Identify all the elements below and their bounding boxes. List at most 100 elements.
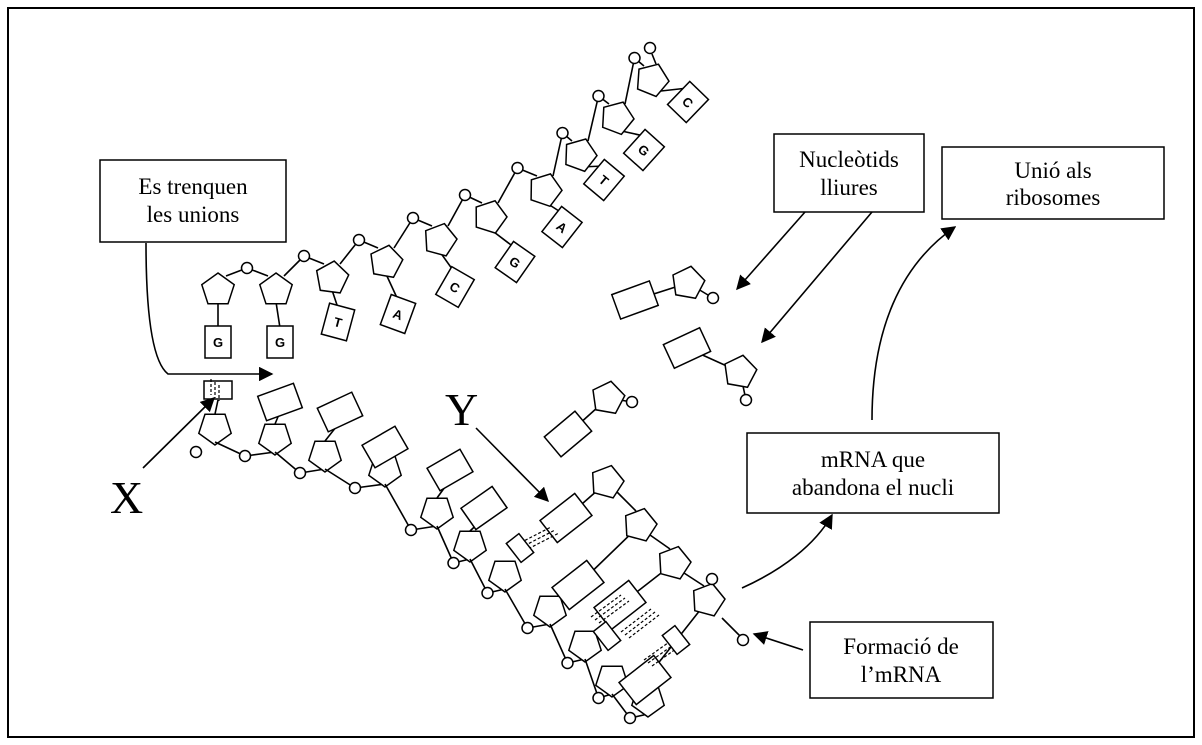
- ribosome-binding-line-2: ribosomes: [1006, 185, 1101, 210]
- free-nucleotide-arrow-1: [736, 211, 806, 291]
- sugar-pentagon: [370, 244, 404, 279]
- hydrogen-bond-dash: [598, 600, 630, 624]
- phosphate-circle: [625, 395, 639, 409]
- hydrogen-bond-dash: [628, 614, 660, 639]
- x-arrow: [142, 396, 216, 469]
- break-bonds-label: Es trenquen les unions: [99, 159, 287, 243]
- phosphate-circle: [406, 211, 420, 225]
- base-rect: [320, 302, 356, 342]
- y-marker: Y: [445, 384, 478, 435]
- hydrogen-bond-dash: [620, 608, 652, 633]
- backbone-link: [384, 483, 412, 531]
- sugar-pentagon: [197, 413, 233, 446]
- backbone-link: [616, 491, 637, 512]
- base-rect: [540, 205, 584, 249]
- free-base-rect: [662, 326, 712, 370]
- ribosome-binding-label: Unió als ribosomes: [941, 146, 1165, 220]
- phosphate-circle: [297, 249, 311, 263]
- phosphate-circle: [352, 233, 366, 247]
- base-rect: [494, 240, 536, 284]
- mrna-base-rect: [538, 492, 594, 544]
- phosphate-circle: [240, 261, 254, 275]
- sugar-pentagon: [475, 199, 508, 234]
- sugar-pentagon: [258, 272, 294, 305]
- paired-base-rect: [661, 624, 691, 656]
- backbone-link: [721, 617, 741, 637]
- mrna-sugar-pentagon: [692, 582, 726, 617]
- mrna-formation-line-2: l’mRNA: [861, 662, 942, 687]
- free-nucleotides-group: [543, 265, 758, 458]
- phosphate-circle: [521, 621, 534, 635]
- phosphate-circle: [348, 481, 362, 495]
- x-marker: X: [110, 472, 143, 523]
- y-arrow: [475, 427, 550, 503]
- free-base-rect: [543, 410, 593, 458]
- phosphate-circle: [736, 633, 750, 647]
- sugar-pentagon: [567, 630, 603, 663]
- paired-base-rect: [505, 532, 535, 564]
- base-rect: [316, 391, 364, 433]
- backbone-link: [649, 534, 671, 550]
- phosphate-circle: [404, 523, 418, 537]
- sugar-pentagon: [200, 272, 236, 305]
- phosphate-circle: [293, 466, 307, 480]
- hydrogen-bond-dash: [594, 597, 626, 621]
- phosphate-circle: [739, 393, 753, 407]
- base-rect: [256, 382, 304, 422]
- base-rect: [426, 448, 474, 492]
- free-nucleotides-label: Nucleòtids lliures: [773, 133, 925, 213]
- mrna-sugar-pentagon: [658, 545, 692, 580]
- free-nucleotide-arrow-2: [761, 211, 873, 344]
- base-rect: [361, 425, 409, 469]
- hydrogen-bonds: [210, 379, 691, 667]
- backbone-link: [651, 53, 657, 65]
- base-letter: T: [332, 314, 344, 331]
- phosphate-circle: [623, 711, 637, 725]
- mrna-leaves-arrow: [741, 513, 833, 589]
- hydrogen-bond-dash: [651, 645, 681, 667]
- backbone-link: [497, 167, 519, 204]
- mrna-formation-label: Formació de l’mRNA: [809, 621, 994, 699]
- free-nucleotides-line-1: Nucleòtids: [799, 147, 899, 172]
- break-bonds-line-1: Es trenquen: [138, 174, 248, 199]
- phosphate-circle: [458, 188, 472, 202]
- sugar-pentagon: [452, 530, 488, 563]
- mrna-formation-line-1: Formació de: [843, 634, 959, 659]
- mrna-sugar-pentagon: [591, 464, 625, 499]
- phosphate-circle: [628, 51, 641, 65]
- phosphate-circle: [511, 161, 524, 175]
- base-rect: [582, 158, 626, 202]
- outer-frame: [7, 7, 1195, 738]
- paired-base-rect: [592, 620, 622, 652]
- phosphate-circle: [189, 445, 203, 459]
- free-nucleotides-line-2: lliures: [820, 175, 878, 200]
- hydrogen-bond-dash: [643, 639, 673, 661]
- phosphate-circle: [481, 586, 494, 600]
- break-bonds-arrow: [145, 242, 274, 382]
- phosphate-circle: [592, 89, 605, 103]
- phosphate-circle: [238, 449, 252, 463]
- base-rect: [459, 485, 509, 531]
- base-rect: [379, 293, 417, 335]
- backbone-link: [584, 658, 600, 699]
- sugar-pentagon: [307, 440, 343, 473]
- mrna-base-rect: [592, 579, 648, 631]
- base-rect: [622, 128, 666, 172]
- free-sugar-pentagon: [592, 380, 626, 415]
- base-rect: [203, 380, 233, 400]
- dna-lower-strand: [189, 380, 666, 725]
- ribosome-binding-line-1: Unió als: [1014, 158, 1091, 183]
- formation-arrow: [752, 631, 804, 651]
- mrna-sugar-pentagon: [624, 507, 658, 542]
- sugar-pentagon: [565, 138, 598, 173]
- backbone-link: [552, 132, 564, 177]
- break-bonds-line-2: les unions: [147, 202, 240, 227]
- sugar-base-link: [275, 301, 281, 329]
- mrna-base-rect: [617, 654, 673, 706]
- backbone-link: [587, 95, 600, 142]
- backbone-link: [549, 623, 569, 664]
- sugar-pentagon: [601, 101, 635, 136]
- ribosome-arrow: [871, 226, 957, 421]
